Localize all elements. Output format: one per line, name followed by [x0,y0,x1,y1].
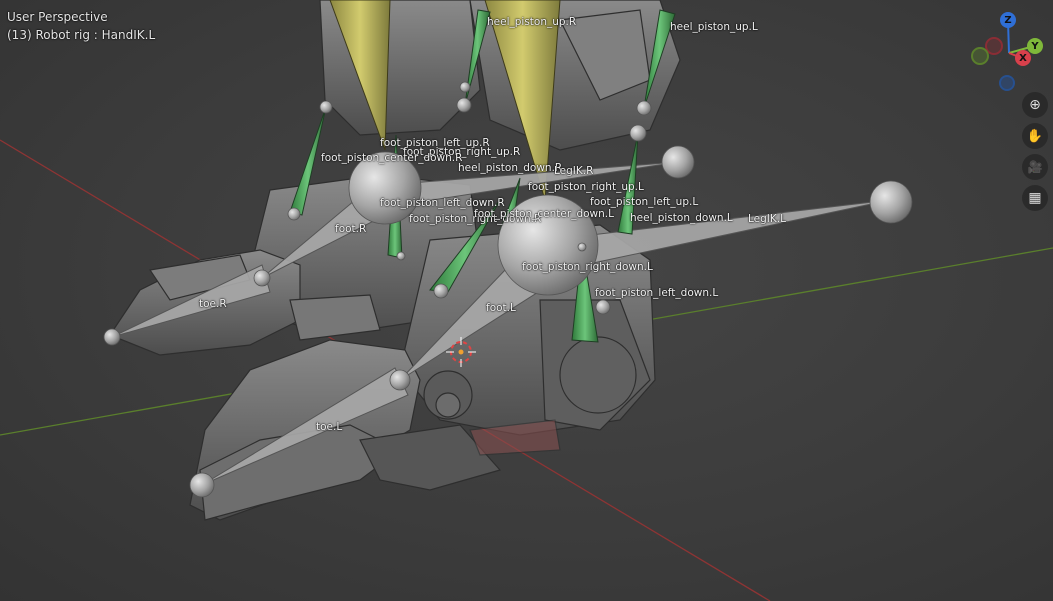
gizmo-y-ball[interactable]: Y [1027,38,1043,54]
bone-legik-l[interactable] [547,199,891,271]
zoom-icon[interactable]: ⊕ [1022,92,1048,118]
joint-heel-up-l[interactable] [636,100,652,116]
bone-joints[interactable] [103,81,913,498]
view-perspective-label: User Perspective [7,10,108,24]
hand-pan-icon[interactable]: ✋ [1022,123,1048,149]
gray-bones[interactable] [111,161,891,486]
bone-heel-piston-up-l[interactable] [643,9,676,109]
joint-piston-r-low[interactable] [287,207,301,221]
joint-toe-r-tip[interactable] [103,328,121,346]
active-object-label: (13) Robot rig : HandIK.L [7,28,156,42]
gizmo-z-ball[interactable]: Z [1000,12,1016,28]
grid-icon[interactable]: ▦ [1022,185,1048,211]
joint-legik-r-tail[interactable] [661,145,695,179]
joint-piston-center-l[interactable] [433,283,449,299]
joint-legik-l-head[interactable] [497,194,599,296]
joint-toe-l-tip[interactable] [189,472,215,498]
bone-heel-piston-down-l[interactable] [617,132,639,235]
joint-foot-l-tail[interactable] [389,369,411,391]
bone-foot-piston-left-down-l[interactable] [571,244,599,343]
thigh-bone-l[interactable] [484,0,561,201]
joint-piston-left-down-l[interactable] [595,299,611,315]
joint-heel-down-r[interactable] [319,100,333,114]
joint-piston-left-up-r[interactable] [396,251,406,261]
joint-piston-right-down-l[interactable] [577,242,587,252]
joint-legik-l-tail[interactable] [869,180,913,224]
gizmo-neg-z-ball[interactable] [999,75,1015,91]
thigh-bone-r[interactable] [329,0,391,151]
bone-heel-piston-up-r[interactable] [464,9,491,106]
joint-heel-up-r[interactable] [456,97,472,113]
navigation-gizmo[interactable]: Z Y X [965,8,1050,93]
joint-foot-r-tail[interactable] [253,269,271,287]
joint-heel-down-l[interactable] [629,124,647,142]
gizmo-neg-x-ball[interactable] [985,37,1003,55]
camera-icon[interactable]: 🎥 [1022,154,1048,180]
gizmo-neg-y-ball[interactable] [971,47,989,65]
gizmo-x-ball[interactable]: X [1015,50,1031,66]
joint-heel-up-r-top[interactable] [459,81,471,93]
joint-legik-r-head[interactable] [348,151,422,225]
3d-cursor[interactable] [446,337,476,367]
piston-bones[interactable] [289,9,676,343]
